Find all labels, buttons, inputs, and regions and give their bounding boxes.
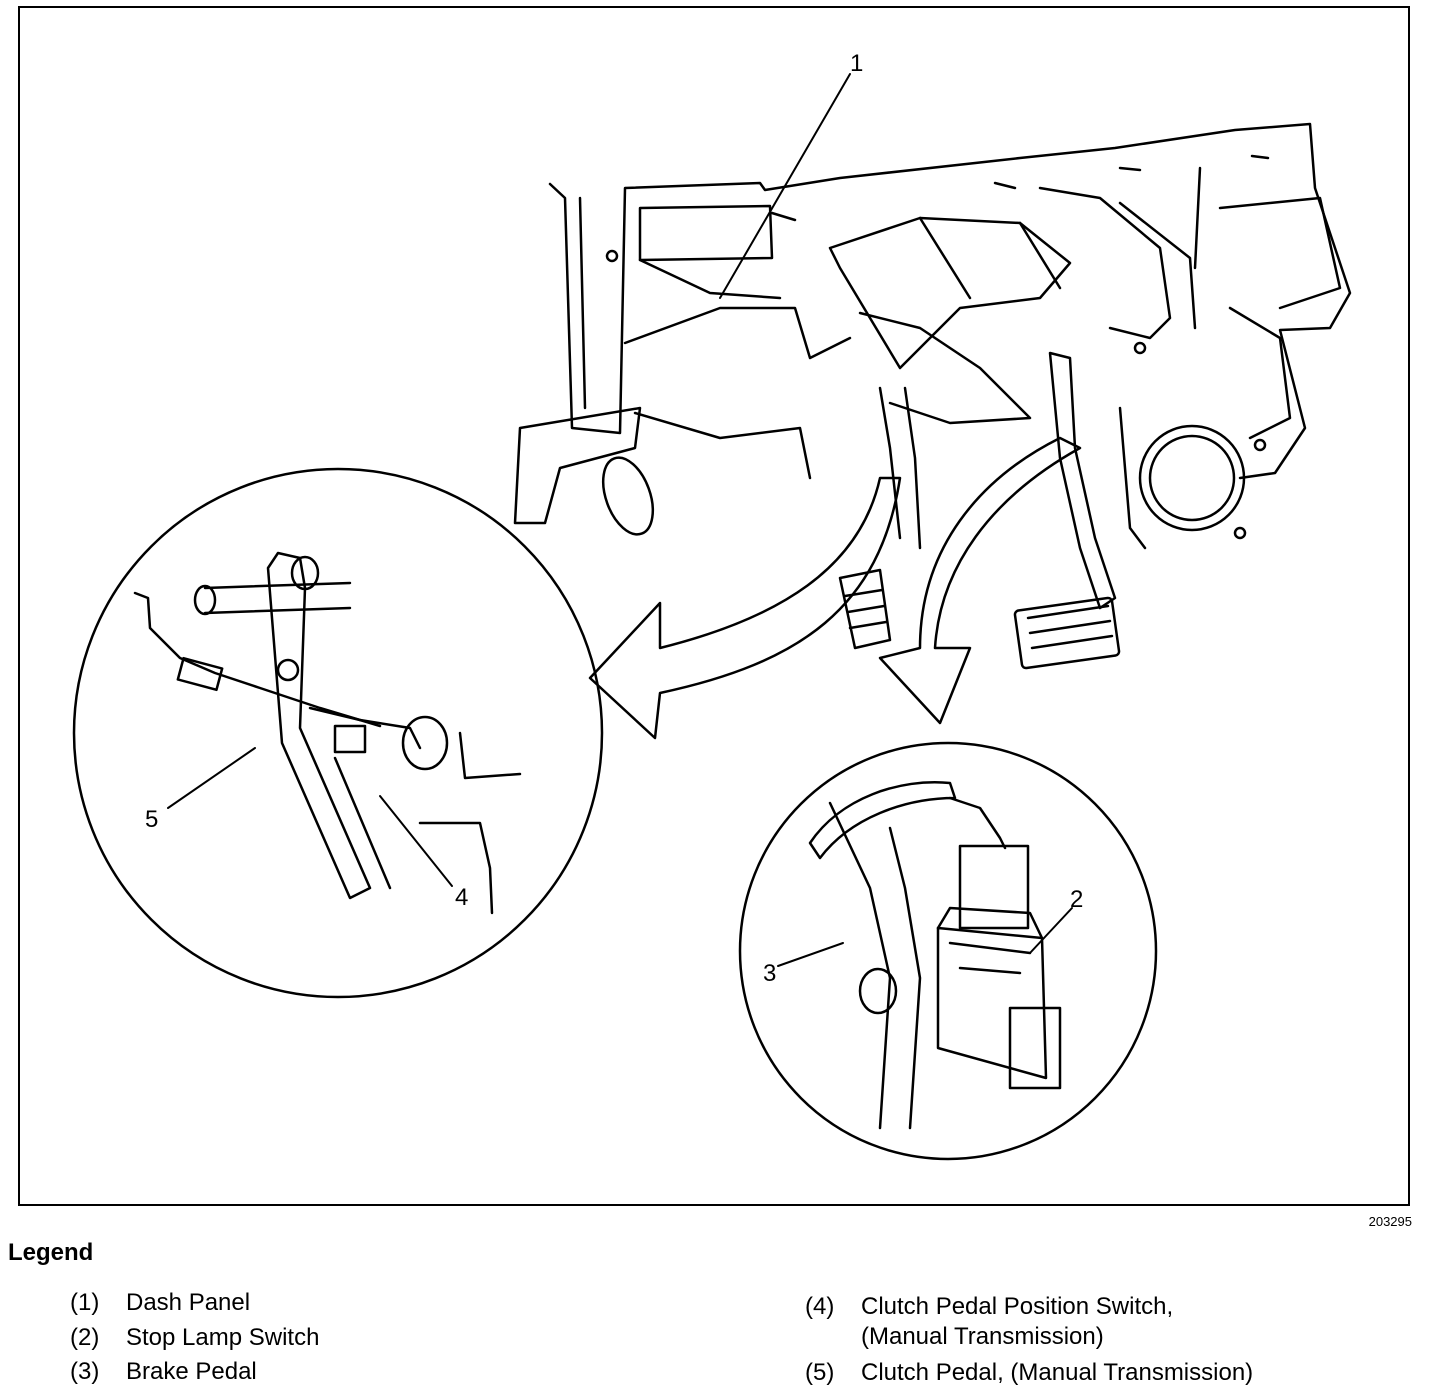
callout-5: 5 [145,806,159,833]
callout-2: 2 [1070,886,1084,913]
pedal-assembly-drawing [72,73,1352,1161]
legend-text: Clutch Pedal, (Manual Transmission) [861,1359,1254,1386]
legend-number: (1) [70,1289,100,1316]
callout-3: 3 [763,960,777,987]
clutch-switch-detail [72,467,604,999]
legend-item-2: (2) Stop Lamp Switch [70,1323,319,1353]
legend-text-line-1: Clutch Pedal Position Switch, [861,1293,1174,1320]
legend-item-1: (1) Dash Panel [70,1288,250,1318]
detail-arrows [588,436,1082,740]
stop-lamp-switch-detail [738,741,1158,1161]
legend-text: Stop Lamp Switch [126,1324,320,1351]
legend-text: Clutch Pedal Position Switch, (Manual Tr… [861,1292,1173,1352]
legend-title: Legend [8,1239,94,1266]
legend-number: (2) [70,1324,100,1351]
legend-item-3: (3) Brake Pedal [70,1357,257,1387]
figure-id: 203295 [1368,1214,1412,1229]
legend-number: (3) [70,1358,100,1385]
legend-item-4: (4) Clutch Pedal Position Switch, (Manua… [805,1292,1173,1352]
leader-lines [167,73,1073,967]
diagram-frame: 1 2 3 4 5 [18,6,1410,1206]
legend-number: (4) [805,1293,835,1320]
legend-text: Brake Pedal [126,1358,257,1385]
legend-item-5: (5) Clutch Pedal, (Manual Transmission) [805,1358,1253,1388]
legend-text: Dash Panel [126,1289,251,1316]
callout-1: 1 [850,50,864,77]
legend-number: (5) [805,1359,835,1386]
callout-4: 4 [455,884,469,911]
dash-panel-drawing [513,122,1352,670]
legend-text-line-2: (Manual Transmission) [861,1323,1104,1350]
